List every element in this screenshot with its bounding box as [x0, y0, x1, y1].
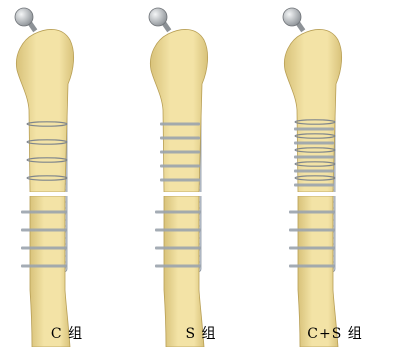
prosthesis-head [15, 8, 33, 26]
proximal-screw [294, 184, 334, 187]
distal-screw [155, 265, 201, 268]
distal-screw [21, 247, 67, 250]
fracture-gap [296, 192, 336, 196]
distal-screw [155, 229, 201, 232]
prosthesis-head [149, 8, 167, 26]
proximal-screw [160, 123, 200, 126]
proximal-screw [294, 156, 334, 159]
proximal-fragment [284, 29, 341, 192]
proximal-fragment [16, 29, 73, 192]
proximal-fragment [150, 29, 207, 192]
caption-c-group: C 组 [0, 323, 134, 343]
fracture-gap [28, 192, 68, 196]
proximal-screw [294, 142, 334, 145]
proximal-screw [160, 165, 200, 168]
caption-cs-group: C+S 组 [268, 323, 402, 343]
panel-c-group: C 组 [0, 0, 134, 347]
distal-screw [289, 229, 335, 232]
fracture-gap [162, 192, 202, 196]
femur-plate-model-cs [268, 0, 402, 347]
proximal-screw [294, 170, 334, 173]
distal-screw [289, 247, 335, 250]
distal-screw [21, 229, 67, 232]
femur-plate-model-c [0, 0, 134, 347]
proximal-screw [294, 128, 334, 131]
distal-screw [289, 265, 335, 268]
caption-s-group: S 组 [134, 323, 268, 343]
femur-plate-model-s [134, 0, 268, 347]
distal-screw [21, 265, 67, 268]
panel-cs-group: C+S 组 [268, 0, 402, 347]
distal-screw [155, 247, 201, 250]
proximal-screw [160, 137, 200, 140]
prosthesis-head [283, 8, 301, 26]
proximal-screw [160, 179, 200, 182]
distal-screw [289, 211, 335, 214]
distal-screw [155, 211, 201, 214]
panel-s-group: S 组 [134, 0, 268, 347]
proximal-screw [160, 151, 200, 154]
distal-screw [21, 211, 67, 214]
